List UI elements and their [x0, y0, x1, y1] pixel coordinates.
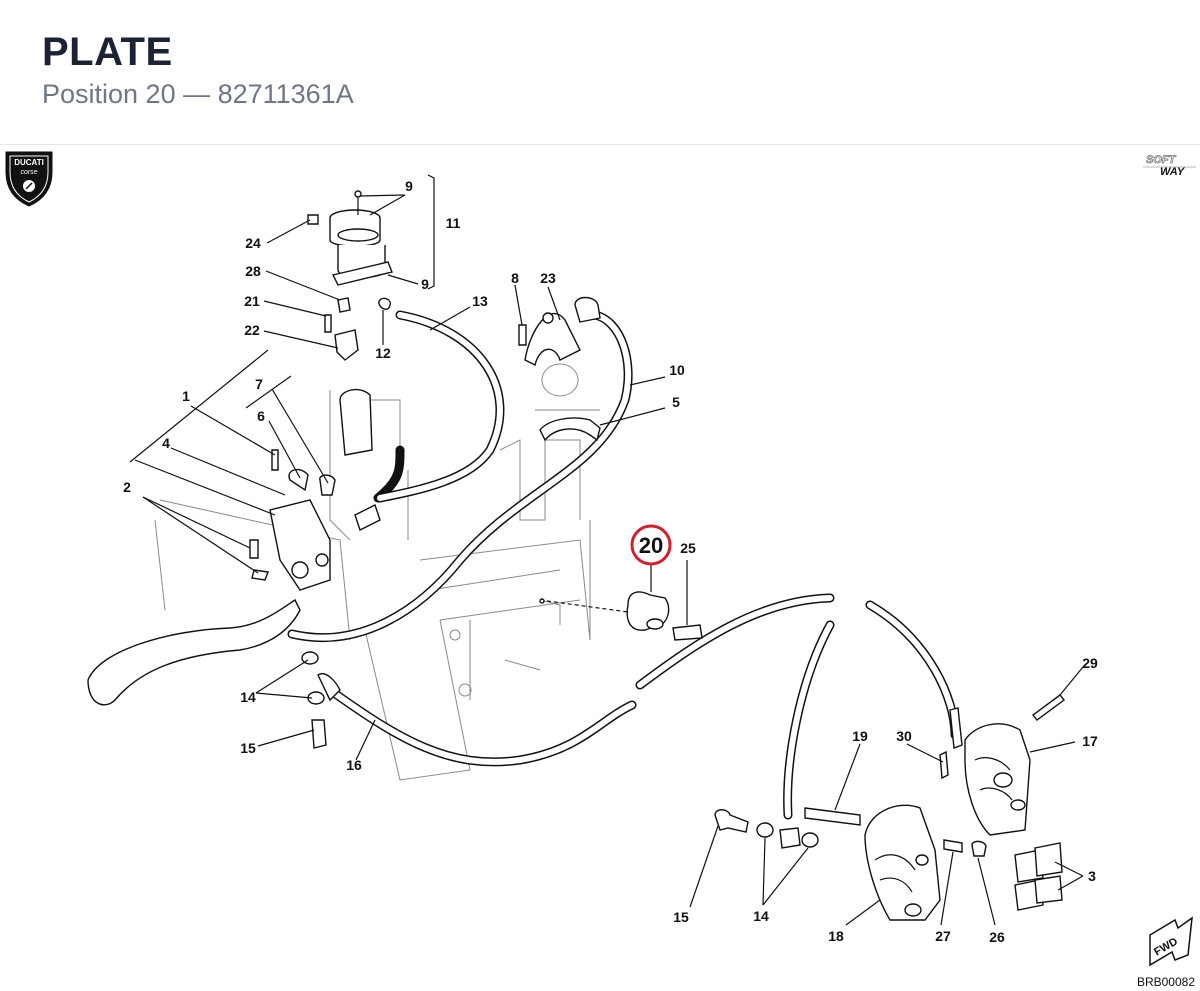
part-label-19: 19	[852, 728, 868, 744]
part-label-26: 26	[989, 929, 1005, 945]
part-label-11: 11	[446, 215, 461, 231]
part-label-22: 22	[244, 322, 260, 338]
part-label-29: 29	[1082, 655, 1098, 671]
part-label-3: 3	[1088, 868, 1096, 884]
highlight-label: 20	[639, 533, 663, 558]
part-label-23: 23	[540, 270, 556, 286]
part-label-15-right: 15	[673, 909, 689, 925]
brake-lever-assembly	[87, 449, 381, 706]
plate-part-20	[539, 591, 703, 641]
svg-text:DUCATI: DUCATI	[14, 158, 44, 167]
part-label-9-bottom: 9	[421, 276, 429, 292]
part-label-5: 5	[672, 394, 680, 410]
part-label-7: 7	[255, 376, 263, 392]
part-label-10: 10	[669, 362, 685, 378]
ducati-corse-logo: DUCATI corse	[5, 151, 53, 207]
reservoir-assembly	[307, 190, 393, 456]
part-label-24: 24	[245, 235, 261, 251]
part-label-1: 1	[182, 388, 190, 404]
part-label-30: 30	[896, 728, 912, 744]
part-label-25: 25	[680, 540, 696, 556]
part-label-21: 21	[244, 293, 260, 309]
header: PLATE Position 20 — 82711361A	[42, 28, 354, 110]
page-title: PLATE	[42, 30, 173, 74]
part-labels: 1 2 3 4 5 6 7 8 9 9 10 11 12 13 14 14 15…	[123, 178, 1098, 945]
svg-text:WAY: WAY	[1160, 166, 1186, 178]
part-label-9-top: 9	[405, 178, 413, 194]
part-label-27: 27	[935, 928, 951, 944]
banjo-fitting-left	[301, 651, 341, 749]
caliper-18	[864, 804, 941, 921]
part-label-28: 28	[245, 263, 261, 279]
part-label-14-right: 14	[753, 908, 769, 924]
part-label-18: 18	[828, 928, 844, 944]
svg-text:SOFT: SOFT	[1146, 154, 1177, 166]
part-label-15-left: 15	[240, 740, 256, 756]
caliper-hardware	[714, 694, 1066, 911]
part-label-6: 6	[257, 408, 265, 424]
header-divider	[0, 144, 1200, 145]
part-label-4: 4	[162, 435, 170, 451]
part-label-17: 17	[1082, 733, 1098, 749]
leader-lines	[129, 174, 1084, 926]
softway-logo: SOFT WAY	[1143, 154, 1196, 178]
handlebar-clamp	[518, 296, 601, 442]
part-label-2: 2	[123, 479, 131, 495]
part-label-16: 16	[346, 757, 362, 773]
part-label-8: 8	[511, 270, 519, 286]
caliper-17	[964, 723, 1031, 836]
part-label-12: 12	[375, 345, 391, 361]
part-label-13: 13	[472, 293, 488, 309]
page-subtitle: Position 20 — 82711361A	[42, 79, 354, 109]
highlight-circle	[630, 524, 672, 566]
svg-text:corse: corse	[20, 169, 37, 176]
drawing-code: BRB00082	[1137, 975, 1195, 989]
fwd-arrow: FWD	[1149, 916, 1193, 967]
part-label-14-left: 14	[240, 689, 256, 705]
